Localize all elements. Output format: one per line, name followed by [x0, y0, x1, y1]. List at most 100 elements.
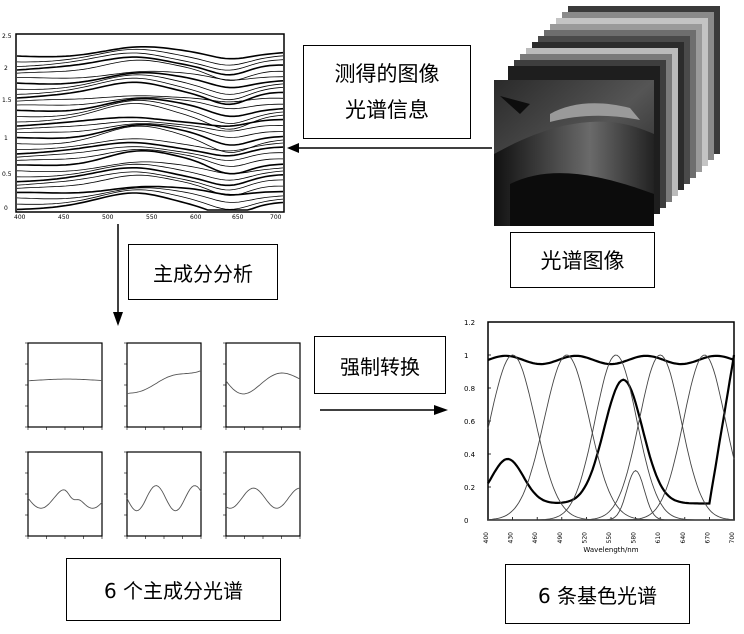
pc-plot-frame — [225, 451, 301, 537]
measured-curve — [16, 71, 284, 89]
measured-curve — [16, 141, 284, 157]
spectral-image-box: 光谱图像 — [510, 232, 655, 288]
measured-curve — [16, 103, 284, 130]
pc-plots-svg — [25, 342, 301, 539]
basis-y-ticks: 1.2 1 0.8 0.6 0.4 0.2 0 — [464, 319, 491, 525]
arrow-pca-down — [113, 224, 123, 326]
pc-plot-frame — [225, 342, 301, 428]
six-basis-spectra-box: 6 条基色光谱 — [505, 564, 690, 624]
measured-curve — [16, 161, 284, 174]
svg-text:450: 450 — [58, 214, 70, 221]
measured-curve — [16, 192, 284, 211]
measured-curve — [17, 70, 284, 81]
pc-curve — [27, 378, 103, 382]
measured-curve — [16, 95, 284, 103]
arrow-forced-transform — [320, 405, 448, 415]
basis-x-tick-label: 400 — [483, 532, 490, 544]
basis-x-tick-label: 610 — [655, 532, 662, 544]
svg-text:400: 400 — [14, 214, 26, 221]
measured-info-box: 测得的图像 光谱信息 — [303, 45, 471, 139]
measured-curve — [16, 56, 283, 76]
svg-text:700: 700 — [270, 214, 282, 221]
measured-plot-xticks: 400 450 500 550 600 650 700 — [14, 214, 282, 221]
basis-spectra-chart: 1.2 1 0.8 0.6 0.4 0.2 0 400 430 460 490 520 550 580 6… — [464, 319, 736, 554]
basis-x-tick-label: 520 — [581, 532, 588, 544]
measured-spectral-curves — [16, 46, 284, 211]
basis-x-tick-label: 550 — [606, 532, 613, 544]
basis-y-tick-label: 0.8 — [464, 385, 475, 393]
measured-curve — [16, 125, 284, 153]
svg-text:550: 550 — [146, 214, 158, 221]
svg-text:500: 500 — [102, 214, 114, 221]
pc-curve — [27, 489, 103, 509]
measured-curve — [16, 116, 284, 128]
basis-x-tick-label: 490 — [557, 532, 564, 544]
measured-curve — [16, 97, 283, 110]
measured-info-line1: 测得的图像 — [334, 62, 440, 86]
pc-plot-pc2 — [124, 342, 202, 430]
svg-text:600: 600 — [190, 214, 202, 221]
basis-y-tick-label: 0 — [464, 517, 468, 525]
pc-plot-frame — [126, 342, 202, 428]
measured-curve — [16, 163, 284, 181]
six-basis-spectra-label: 6 条基色光谱 — [537, 583, 658, 608]
measured-curve — [16, 171, 284, 191]
pca-box: 主成分分析 — [128, 244, 278, 300]
svg-text:2.5: 2.5 — [2, 33, 12, 40]
pc-plot-pc3 — [223, 342, 301, 430]
front-image-photo — [494, 80, 654, 226]
forced-transform-label: 强制转换 — [340, 354, 420, 379]
basis-curve-flat — [487, 354, 735, 366]
pc-plot-frame — [27, 451, 103, 537]
basis-x-tick-label: 430 — [508, 532, 515, 544]
svg-text:2: 2 — [4, 65, 8, 72]
spectral-image-stack — [494, 6, 720, 226]
svg-text:0: 0 — [4, 205, 8, 212]
measured-curve — [16, 52, 284, 71]
basis-y-tick-label: 1 — [464, 352, 468, 360]
basis-x-tick-label: 580 — [631, 532, 638, 544]
measured-curve — [16, 187, 284, 203]
pc-plot-frame — [27, 342, 103, 428]
basis-curves — [487, 354, 736, 521]
basis-curve-bold — [487, 354, 736, 505]
basis-curve-6 — [488, 469, 734, 521]
pc-curve — [126, 370, 202, 394]
pc-plot-pc1 — [25, 342, 103, 430]
measured-curve — [16, 138, 284, 152]
basis-x-tick-label: 700 — [729, 532, 736, 544]
measured-curve — [16, 48, 284, 66]
measured-curve — [16, 189, 284, 210]
measured-curve — [16, 120, 284, 132]
basis-x-axis-label: Wavelength/nm — [583, 546, 638, 554]
measured-plot-yticks: 2.521.5 10.50 — [2, 33, 12, 212]
measured-curve — [16, 46, 284, 60]
six-pc-spectra-label: 6 个主成分光谱 — [103, 579, 244, 603]
basis-y-tick-label: 0.6 — [464, 418, 476, 426]
measured-curve — [16, 123, 284, 146]
svg-text:650: 650 — [232, 214, 244, 221]
measured-info-line2: 光谱信息 — [345, 98, 429, 122]
measured-curve — [16, 123, 283, 138]
measured-curve — [16, 148, 283, 167]
pc-curve — [225, 487, 301, 509]
basis-y-tick-label: 1.2 — [464, 319, 475, 327]
pc-plot-pc6 — [223, 451, 301, 539]
basis-x-tick-label: 460 — [532, 532, 539, 544]
measured-curve — [16, 97, 284, 118]
measured-curve — [16, 146, 283, 161]
arrow-stack-to-plot — [287, 143, 492, 153]
basis-y-tick-label: 0.4 — [464, 451, 476, 459]
pc-plot-pc5 — [124, 451, 202, 539]
forced-transform-box: 强制转换 — [314, 336, 446, 394]
svg-text:1.5: 1.5 — [2, 97, 12, 104]
pc-curve — [126, 485, 202, 512]
basis-y-tick-label: 0.2 — [464, 484, 475, 492]
measured-curve — [16, 100, 284, 124]
measured-curve — [16, 77, 284, 101]
pc-plots-grid — [0, 335, 305, 555]
svg-text:1: 1 — [4, 135, 8, 142]
six-pc-spectra-box: 6 个主成分光谱 — [66, 558, 281, 621]
